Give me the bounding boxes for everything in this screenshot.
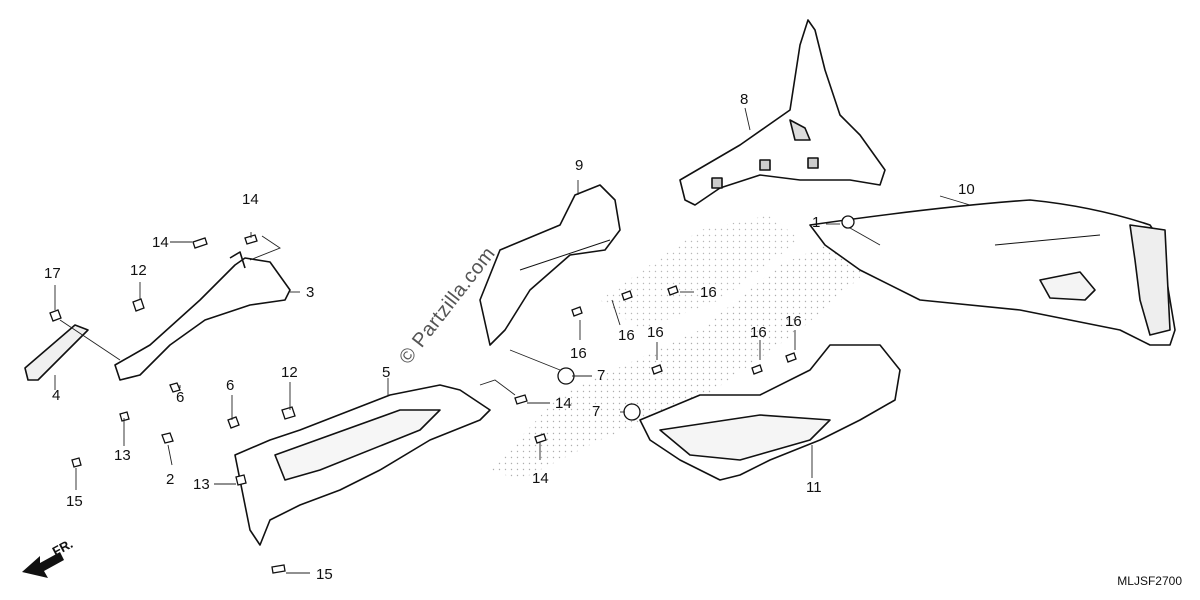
part-3-bracket: [114, 251, 291, 381]
callout-5: 5: [382, 364, 391, 381]
callout-14: 14: [242, 191, 259, 208]
part-11-lower-cover: [639, 344, 901, 481]
callout-14: 14: [532, 470, 549, 487]
callout-12: 12: [281, 364, 298, 381]
callout-2: 2: [166, 471, 175, 488]
callout-3: 3: [306, 284, 315, 301]
part-5-side-cover: [234, 384, 491, 546]
callout-16: 16: [700, 284, 717, 301]
callout-16: 16: [647, 324, 664, 341]
front-direction-arrow: [22, 552, 64, 578]
dotted-shading: [490, 215, 880, 480]
part-8-upper-cover: [679, 19, 886, 206]
callout-11: 11: [806, 479, 822, 496]
part-9-center-bracket: [479, 184, 621, 346]
hardware-parts: [49, 215, 855, 574]
callout-8: 8: [740, 91, 749, 108]
diagram-code: MLJSF2700: [1117, 574, 1182, 588]
callout-7: 7: [592, 403, 601, 420]
callout-16: 16: [750, 324, 767, 341]
callout-16: 16: [570, 345, 587, 362]
callout-7: 7: [597, 367, 606, 384]
callout-6: 6: [226, 377, 235, 394]
callout-13: 13: [114, 447, 131, 464]
callout-14: 14: [152, 234, 169, 251]
callout-9: 9: [575, 157, 584, 174]
callout-4: 4: [52, 387, 61, 404]
callout-16: 16: [785, 313, 802, 330]
callout-13: 13: [193, 476, 210, 493]
callout-15: 15: [316, 566, 333, 583]
callout-14: 14: [555, 395, 572, 412]
callout-12: 12: [130, 262, 147, 279]
callout-6: 6: [176, 389, 185, 406]
leader-lines: [54, 107, 971, 574]
callout-15: 15: [66, 493, 83, 510]
part-4-plate: [24, 324, 89, 381]
part-10-rear-cover: [809, 199, 1176, 346]
callout-1: 1: [812, 214, 821, 231]
callout-10: 10: [958, 181, 975, 198]
callout-17: 17: [44, 265, 61, 282]
callout-16: 16: [618, 327, 635, 344]
